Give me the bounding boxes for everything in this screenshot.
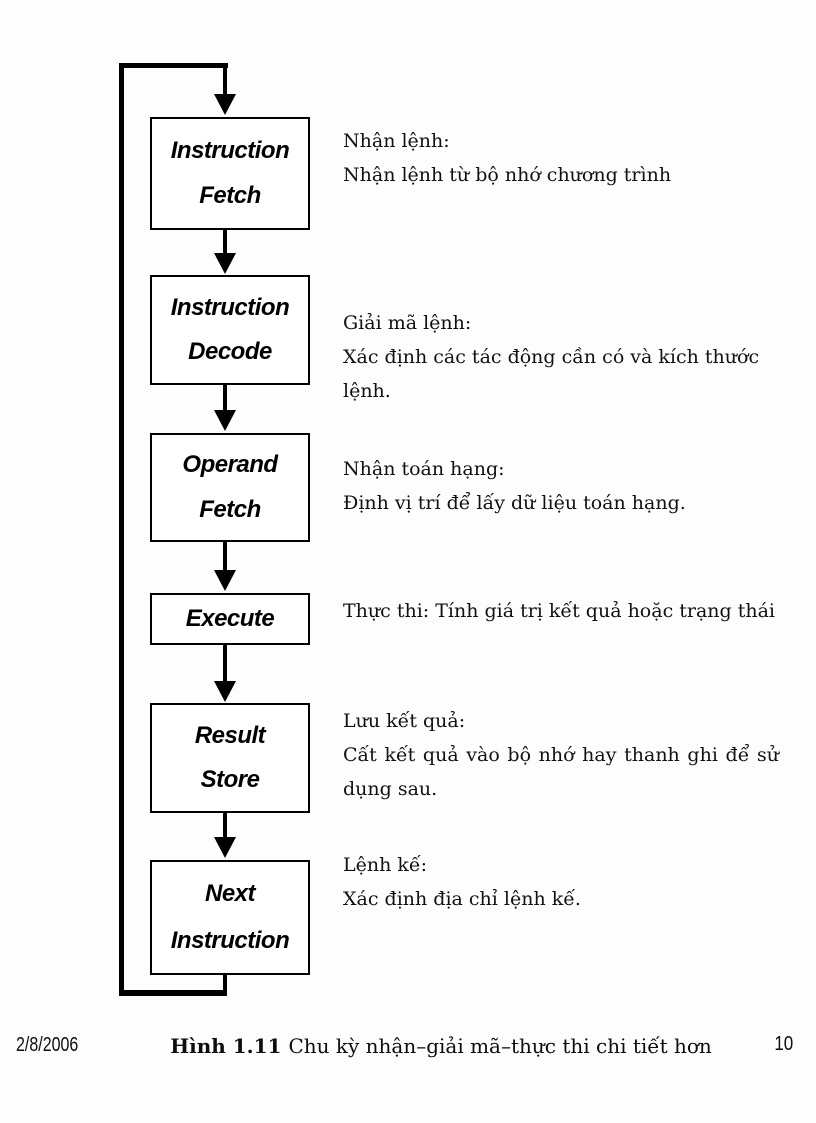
- figure-caption-text: Chu kỳ nhận–giải mã–thực thi chi tiết hơ…: [288, 1034, 712, 1058]
- arrowhead-down-icon: [214, 570, 236, 591]
- flow-box-next-instruction: Next Instruction: [150, 860, 310, 975]
- loop-line-left: [119, 63, 124, 996]
- connector-stem: [223, 643, 227, 681]
- connector-stem: [223, 811, 227, 839]
- annotation-body: Định vị trí để lấy dữ liệu toán hạng.: [343, 492, 686, 514]
- connector-stem: [223, 540, 227, 572]
- page-number: 10: [774, 1033, 793, 1055]
- arrowhead-down-icon: [214, 837, 236, 858]
- annotation-operand-fetch: Nhận toán hạng: Định vị trí để lấy dữ li…: [343, 452, 779, 520]
- annotation-title: Giải mã lệnh:: [343, 312, 472, 334]
- annotation-title: Lệnh kế:: [343, 854, 427, 876]
- annotation-instruction-decode: Giải mã lệnh: Xác định các tác động cần …: [343, 306, 779, 408]
- annotation-instruction-fetch: Nhận lệnh: Nhận lệnh từ bộ nhớ chương tr…: [343, 124, 779, 192]
- connector-stem: [223, 228, 227, 255]
- loop-return-stem: [223, 971, 227, 996]
- annotation-title: Thực thi: Tính giá trị kết quả hoặc trạn…: [343, 600, 776, 622]
- box-label: Next: [204, 880, 256, 908]
- annotation-result-store: Lưu kết quả: Cất kết quả vào bộ nhớ hay …: [343, 704, 779, 806]
- annotation-body: Xác định các tác động cần có và kích thư…: [343, 346, 760, 402]
- annotation-body: Cất kết quả vào bộ nhớ hay thanh ghi để …: [343, 744, 779, 800]
- figure-caption-label: Hình 1.11: [170, 1034, 282, 1058]
- flow-box-execute: Execute: [150, 593, 310, 645]
- annotation-next-instruction: Lệnh kế: Xác định địa chỉ lệnh kế.: [343, 848, 779, 916]
- annotation-title: Nhận lệnh:: [343, 130, 450, 152]
- box-label: Execute: [185, 605, 275, 632]
- entry-arrow-stem: [223, 66, 227, 96]
- box-label: Decode: [188, 338, 272, 366]
- annotation-body: Xác định địa chỉ lệnh kế.: [343, 888, 581, 910]
- annotation-execute: Thực thi: Tính giá trị kết quả hoặc trạn…: [343, 594, 779, 628]
- box-label: Store: [200, 766, 260, 794]
- flow-box-result-store: Result Store: [150, 703, 310, 813]
- flow-box-operand-fetch: Operand Fetch: [150, 433, 310, 542]
- box-label: Instruction: [170, 293, 290, 321]
- annotation-title: Nhận toán hạng:: [343, 458, 505, 480]
- box-label: Instruction: [170, 136, 290, 164]
- connector-stem: [223, 383, 227, 412]
- arrowhead-down-icon: [214, 253, 236, 274]
- arrowhead-down-icon: [214, 410, 236, 431]
- box-label: Instruction: [170, 926, 290, 954]
- box-label: Operand: [182, 451, 278, 479]
- arrowhead-down-icon: [214, 94, 236, 115]
- arrowhead-down-icon: [214, 681, 236, 702]
- box-label: Fetch: [199, 182, 261, 210]
- loop-line-bottom: [119, 990, 227, 996]
- flow-box-instruction-fetch: Instruction Fetch: [150, 117, 310, 230]
- box-label: Fetch: [199, 495, 261, 523]
- box-label: Result: [194, 721, 266, 749]
- annotation-body: Nhận lệnh từ bộ nhớ chương trình: [343, 164, 672, 186]
- loop-line-top: [119, 63, 228, 68]
- annotation-title: Lưu kết quả:: [343, 710, 466, 732]
- flow-box-instruction-decode: Instruction Decode: [150, 275, 310, 385]
- footer-date: 2/8/2006: [16, 1034, 79, 1056]
